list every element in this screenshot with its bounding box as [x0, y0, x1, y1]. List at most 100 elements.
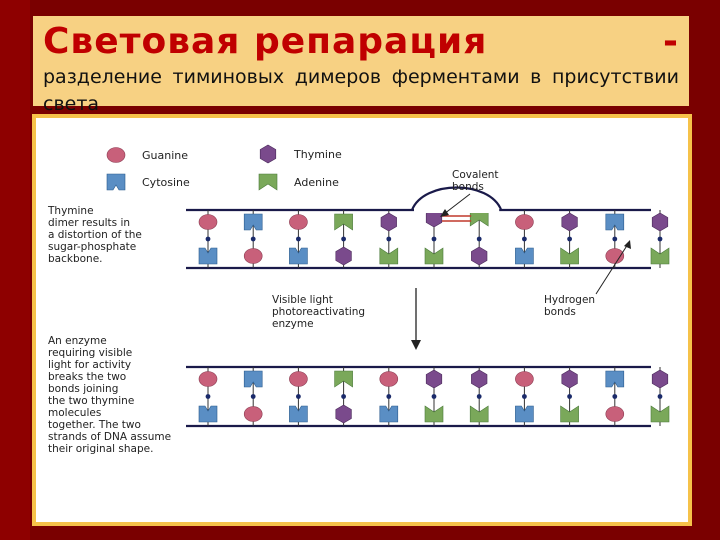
repaired-strand-base-bottom-8	[560, 405, 579, 423]
damaged-strand-base-top-7	[515, 214, 534, 230]
damaged-strand-base-bottom-7	[515, 247, 534, 265]
damaged-strand-base-top-5	[425, 208, 443, 228]
damaged-strand-base-top-3	[334, 213, 353, 231]
title-panel: Световая репарация - разделение тиминовы…	[33, 16, 689, 115]
damaged-strand-bond-dot-7	[522, 236, 527, 242]
damaged-strand-base-bottom-0	[198, 247, 218, 265]
repaired-strand-base-bottom-10	[650, 405, 670, 423]
damaged-strand-base-bottom-5	[424, 247, 444, 265]
label-light-line-2: enzyme	[272, 318, 314, 330]
legend-adenine-label: Adenine	[294, 176, 339, 189]
damaged-strand-bond-dot-5	[431, 236, 437, 242]
damaged-strand-base-top-2	[289, 214, 308, 230]
repaired-strand-base-top-7	[515, 371, 534, 387]
damaged-strand-bond-dot-3	[341, 236, 346, 242]
damaged-strand-base-top-0	[198, 214, 218, 230]
label-dimer-line-1: dimer results in	[48, 217, 130, 229]
repaired-strand-base-top-3	[334, 370, 353, 388]
repaired-strand-bond-dot-0	[205, 394, 211, 399]
label-enzyme-line-5: the two thymine	[48, 395, 134, 407]
damaged-strand-base-bottom-9	[605, 248, 625, 264]
repaired-strand-base-top-6	[471, 369, 488, 389]
repaired-strand-base-top-8	[561, 369, 578, 389]
label-enzyme-line-6: molecules	[48, 407, 101, 419]
label-hydrogen-line-0: Hydrogen	[544, 294, 595, 306]
legend-cytosine-label: Cytosine	[142, 176, 190, 189]
hydrogen-pointer	[595, 243, 629, 295]
damaged-strand-base-top-10	[651, 212, 669, 232]
label-dimer-line-4: backbone.	[48, 253, 103, 265]
damaged-strand-base-top-1	[243, 213, 263, 231]
repaired-strand-bond-dot-7	[522, 394, 527, 399]
repaired-strand-base-bottom-9	[605, 406, 625, 422]
damaged-strand-base-bottom-10	[650, 247, 670, 265]
label-enzyme-line-1: requiring visible	[48, 347, 132, 359]
damaged-strand-bond-dot-10	[657, 236, 663, 242]
damaged-strand-bond-dot-6	[476, 236, 482, 242]
covalent-pointer	[443, 193, 471, 215]
repaired-strand-base-bottom-7	[515, 405, 534, 423]
repaired-strand-bond-dot-5	[431, 394, 437, 399]
process-arrowhead	[411, 340, 421, 350]
legend-cytosine-icon	[106, 173, 126, 191]
page-subtitle: разделение тиминовых димеров ферментами …	[43, 66, 679, 115]
hydrogen-arrowhead	[624, 240, 631, 249]
title-dash: -	[663, 21, 679, 62]
damaged-strand-base-bottom-2	[289, 247, 308, 265]
repaired-strand-base-top-9	[605, 370, 625, 388]
repaired-strand-base-bottom-4	[379, 405, 399, 423]
damaged-strand-base-top-8	[561, 212, 578, 232]
label-enzyme-line-0: An enzyme	[48, 335, 107, 347]
page-title: Световая репарация	[43, 21, 488, 62]
damaged-strand-base-top-9	[605, 213, 625, 231]
legend-adenine-icon	[258, 173, 278, 191]
label-enzyme-line-2: light for activity	[48, 359, 131, 371]
backbone-distortion	[410, 186, 503, 211]
damaged-strand-base-bottom-6	[471, 246, 488, 266]
repaired-strand-bond-dot-10	[657, 394, 663, 399]
damaged-strand-base-top-4	[380, 212, 397, 232]
label-enzyme-line-8: strands of DNA assume	[48, 431, 171, 443]
legend-guanine-icon	[106, 147, 126, 163]
repaired-strand-base-bottom-2	[289, 405, 308, 423]
covalent-arrowhead	[440, 209, 449, 217]
label-hydrogen-line-1: bonds	[544, 306, 576, 318]
repaired-strand-bond-dot-1	[250, 394, 256, 399]
repaired-strand-bond-dot-2	[296, 394, 301, 399]
repaired-strand-base-top-4	[379, 371, 399, 387]
legend-thymine-label: Thymine	[293, 148, 342, 161]
repaired-strand-base-top-5	[425, 369, 443, 389]
damaged-strand-bond-dot-1	[250, 236, 256, 242]
repaired-strand-bond-dot-4	[386, 394, 392, 399]
repaired-strand-bond-dot-3	[341, 394, 346, 399]
repaired-strand-base-top-2	[289, 371, 308, 387]
repaired-strand-base-bottom-5	[424, 405, 444, 423]
damaged-strand-base-bottom-1	[243, 248, 263, 264]
label-enzyme-line-9: their original shape.	[48, 443, 153, 455]
repaired-strand-base-top-0	[198, 371, 218, 387]
repaired-strand-bond-dot-8	[567, 394, 572, 399]
damaged-strand-bond-dot-2	[296, 236, 301, 242]
repaired-strand-base-bottom-3	[335, 404, 352, 424]
repaired-strand-base-top-10	[651, 369, 669, 389]
label-light-line-0: Visible light	[272, 294, 333, 306]
repaired-strand-base-bottom-1	[243, 406, 263, 422]
repaired-strand-base-bottom-6	[469, 405, 489, 423]
damaged-strand-bond-dot-8	[567, 236, 572, 242]
legend-thymine-icon	[259, 144, 277, 164]
repaired-strand-base-top-1	[243, 370, 263, 388]
label-enzyme-line-7: together. The two	[48, 419, 141, 431]
damaged-strand-bond-dot-4	[386, 236, 392, 242]
label-covalent-line-1: bonds	[452, 181, 484, 193]
label-light-line-1: photoreactivating	[272, 306, 365, 318]
damaged-strand-base-bottom-3	[335, 246, 352, 266]
repaired-strand-bond-dot-6	[476, 394, 482, 399]
dna-repair-diagram: GuanineCytosineThymineAdenineThyminedime…	[47, 144, 670, 455]
damaged-strand-base-bottom-4	[379, 247, 399, 265]
damaged-strand-bond-dot-0	[205, 236, 211, 242]
label-covalent-line-0: Covalent	[452, 169, 499, 181]
damaged-strand-base-bottom-8	[560, 247, 579, 265]
label-enzyme-line-4: bonds joining	[48, 383, 118, 395]
